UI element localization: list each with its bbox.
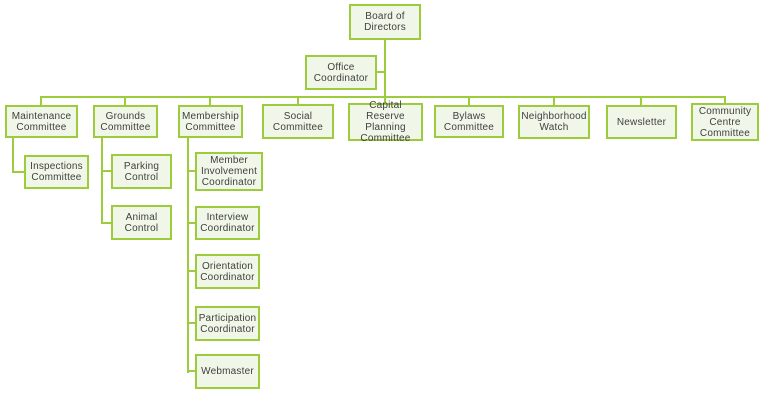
connector-stub-involvement [187, 170, 195, 172]
org-node-newsletter: Newsletter [606, 105, 677, 139]
org-node-member-involvement-coordinator: Member Involvement Coordinator [195, 152, 263, 191]
org-node-inspections-committee: Inspections Committee [24, 155, 89, 189]
connector-maintenance-children [12, 137, 14, 173]
org-node-parking-control: Parking Control [111, 154, 172, 189]
org-node-grounds-committee: Grounds Committee [93, 105, 158, 138]
org-node-interview-coordinator: Interview Coordinator [195, 206, 260, 240]
connector-stub-grounds [124, 96, 126, 105]
connector-stub-neighborhood [553, 96, 555, 105]
connector-membership-children [187, 137, 189, 373]
org-node-webmaster: Webmaster [195, 354, 260, 389]
connector-board-vertical [384, 39, 386, 103]
connector-stub-orientation [187, 270, 195, 272]
connector-stub-maintenance [40, 96, 42, 105]
connector-stub-bylaws [468, 96, 470, 105]
connector-committees-horizontal [40, 96, 726, 98]
org-node-capital-reserve-planning-committee: Capital Reserve Planning Committee [348, 100, 423, 144]
connector-stub-animal [101, 222, 111, 224]
org-node-community-centre-committee: Community Centre Committee [691, 103, 759, 141]
org-node-orientation-coordinator: Orientation Coordinator [195, 254, 260, 289]
org-node-membership-committee: Membership Committee [178, 105, 243, 138]
org-node-neighborhood-watch: Neighborhood Watch [518, 105, 590, 139]
connector-stub-social [297, 96, 299, 105]
connector-office-coordinator [377, 71, 385, 73]
connector-stub-membership [209, 96, 211, 105]
org-node-board-of-directors: Board of Directors [349, 4, 421, 40]
org-node-bylaws-committee: Bylaws Committee [434, 105, 504, 138]
org-node-participation-coordinator: Participation Coordinator [195, 306, 260, 341]
org-node-office-coordinator: Office Coordinator [305, 55, 377, 90]
org-node-social-committee: Social Committee [262, 104, 334, 139]
connector-stub-interview [187, 222, 195, 224]
connector-stub-webmaster [187, 370, 195, 372]
connector-stub-parking [101, 170, 111, 172]
connector-grounds-children [101, 137, 103, 224]
connector-stub-participation [187, 322, 195, 324]
connector-stub-newsletter [640, 96, 642, 105]
org-node-maintenance-committee: Maintenance Committee [5, 105, 78, 138]
org-node-animal-control: Animal Control [111, 205, 172, 240]
connector-stub-inspections [12, 171, 24, 173]
connector-stub-community [724, 96, 726, 103]
